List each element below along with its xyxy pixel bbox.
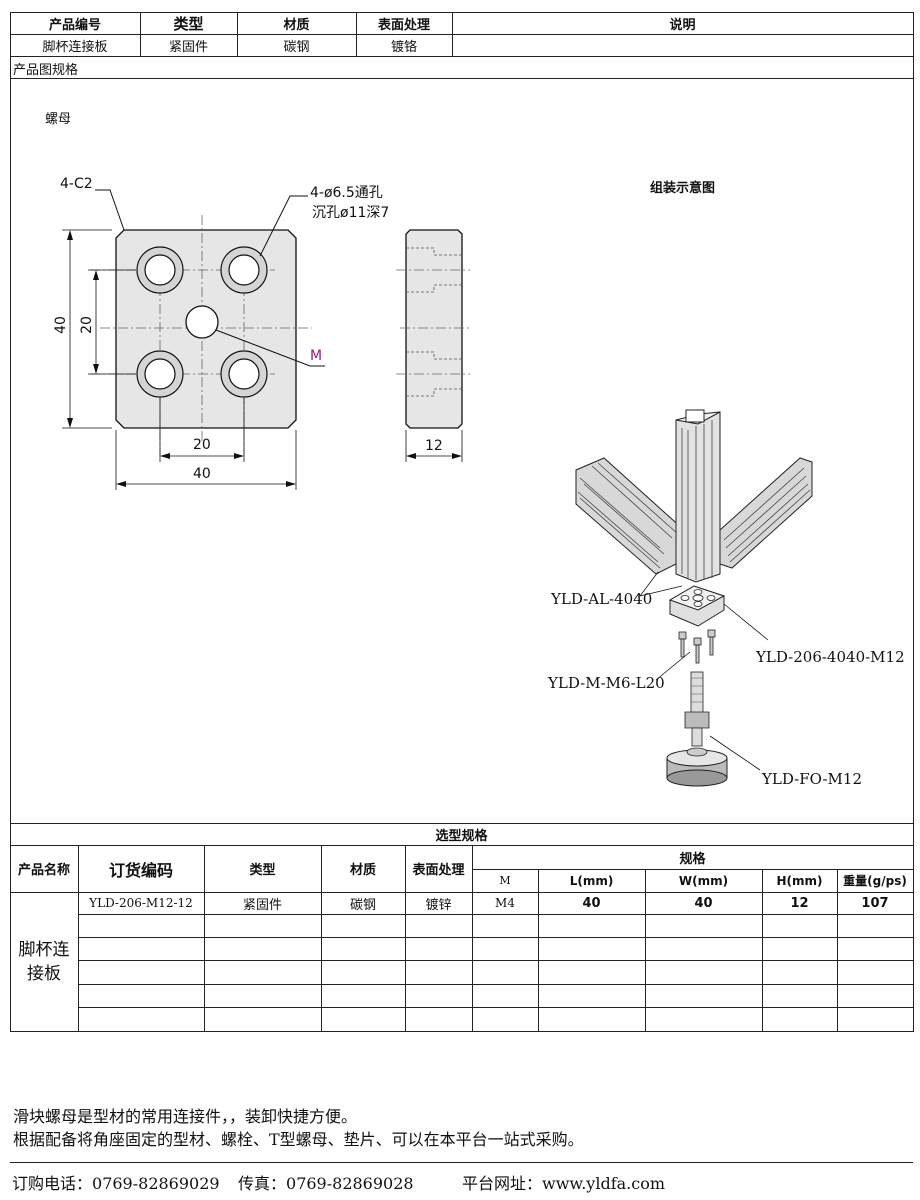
dim-20-vertical: 20 [78,316,95,334]
header-val-surface: 镀铬 [390,39,417,55]
hole-top-left [136,246,184,294]
hole-top-right [220,246,268,294]
header-col-code: 产品编号 [48,17,101,33]
hole-bottom-right [220,350,268,398]
assembly-label-screw: YLD-M-M6-L20 [548,674,665,692]
dim-40-vertical: 40 [52,316,69,334]
footer-site-label: 平台网址： [462,1174,543,1193]
footer: 订购电话：0769-82869029 [12,1170,220,1194]
row-h: 12 [790,895,809,911]
col-surface: 表面处理 [412,863,465,878]
note-line-2: 根据配备将角座固定的型材、螺栓、T型螺母、垫片、可以在本平台一站式采购。 [13,1130,584,1149]
row-surface: 镀锌 [425,897,452,913]
part-label: 螺母 [45,112,72,127]
header-val-code: 脚杯连接板 [42,39,108,55]
assembly-title: 组装示意图 [650,181,716,196]
col-product-name: 产品名称 [17,863,70,878]
row-w: 40 [694,895,713,911]
row-m: M4 [495,896,515,910]
product-name-cell: 脚杯连 接板 [10,892,78,1031]
footer-phone-label: 订购电话： [12,1174,93,1193]
technical-drawing [62,189,813,787]
hole-bottom-left [136,350,184,398]
footer-site-link[interactable]: www.yldfa.com [542,1174,665,1193]
hole-label-through: 4-ø6.5通孔 [310,185,383,201]
assembly-label-plate: YLD-206-4040-M12 [756,648,905,666]
row-weight: 107 [861,895,889,911]
spec-col-w: W(mm) [678,873,729,888]
assembly-label-foot: YLD-FO-M12 [762,770,863,788]
row-material: 碳钢 [349,897,376,913]
col-type: 类型 [249,863,276,878]
note-line-1: 滑块螺母是型材的常用连接件，，装卸快捷方便。 [13,1107,358,1126]
footer-site-group: 平台网址：www.yldfa.com [462,1170,665,1194]
hole-label-counterbore: 沉孔ø11深7 [312,205,390,221]
section-title-drawing: 产品图规格 [13,63,79,78]
footer-fax-group: 传真：0769-82869028 [238,1170,414,1194]
selection-title: 选型规格 [435,828,488,844]
spec-col-m: M [499,874,511,887]
col-material: 材质 [349,863,376,878]
header-val-type: 紧固件 [168,39,208,55]
footer-phone: 0769-82869029 [92,1174,220,1193]
spec-col-h: H(mm) [776,873,823,888]
plate-side-view [405,229,463,429]
center-thread-hole [185,305,219,339]
row-type: 紧固件 [242,897,282,913]
footer-fax-label: 传真： [238,1174,287,1193]
header-col-surface: 表面处理 [377,17,430,33]
assembly-illustration [575,409,813,787]
header-col-desc: 说明 [669,17,696,33]
chamfer-label: 4-C2 [60,176,93,192]
product-name-line-2: 接板 [27,963,61,984]
header-col-material: 材质 [283,17,310,33]
header-col-type: 类型 [173,14,204,33]
row-l: 40 [582,895,601,911]
assembly-label-profile: YLD-AL-4040 [551,590,653,608]
header-val-material: 碳钢 [283,39,310,55]
dim-20-horizontal: 20 [193,437,211,453]
spec-col-l: L(mm) [569,873,614,888]
dim-40-horizontal: 40 [193,466,211,482]
spec-col-weight: 重量(g/ps) [843,874,907,888]
row-order-code: YLD-206-M12-12 [89,896,193,910]
product-name-line-1: 脚杯连 [18,939,70,960]
col-spec: 规格 [679,851,706,867]
footer-fax: 0769-82869028 [286,1174,414,1193]
col-order-code: 订货编码 [108,860,173,880]
thread-label: M [310,348,323,364]
dim-12: 12 [425,438,443,454]
